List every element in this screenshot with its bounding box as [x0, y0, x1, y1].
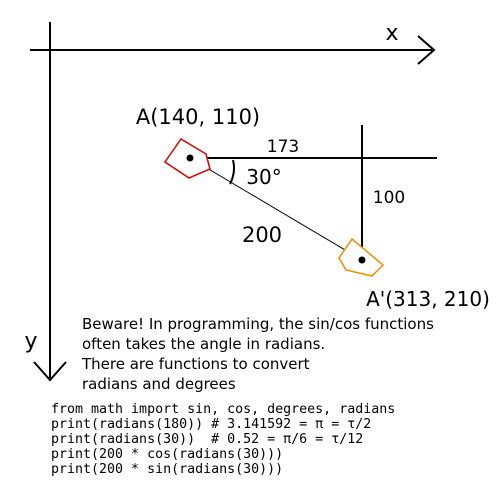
code-line: print(radians(30)) # 0.52 = π/6 = τ/12 [51, 432, 364, 447]
angle-arc [229, 159, 235, 185]
point-a-prime-dot [358, 256, 366, 264]
y-axis-label: y [24, 329, 37, 354]
hypotenuse-length-label: 200 [242, 223, 282, 247]
point-a-dot [186, 154, 194, 162]
hypotenuse-line [189, 157, 363, 261]
point-a-prime-label: A'(313, 210) [366, 287, 490, 311]
code-line: print(radians(180)) # 3.141592 = π = τ/2 [51, 417, 372, 432]
x-axis-label: x [385, 21, 398, 46]
horizontal-length-label: 173 [267, 137, 299, 157]
note-line: There are functions to convert [82, 355, 310, 373]
code-line: print(200 * cos(radians(30))) [51, 447, 284, 462]
point-a-label: A(140, 110) [136, 105, 260, 129]
angle-label: 30° [246, 165, 281, 189]
note-line: often takes the angle in radians. [82, 335, 326, 353]
x-axis [30, 35, 436, 65]
code-line: from math import sin, cos, degrees, radi… [51, 402, 396, 417]
y-axis [33, 22, 67, 382]
note-line: radians and degrees [82, 375, 236, 393]
radians-note: Beware! In programming, the sin/cos func… [82, 314, 492, 394]
code-line: print(200 * sin(radians(30))) [51, 462, 284, 477]
vertical-length-label: 100 [373, 188, 405, 208]
code-snippet: from math import sin, cos, degrees, radi… [51, 402, 395, 477]
note-line: Beware! In programming, the sin/cos func… [82, 315, 434, 333]
